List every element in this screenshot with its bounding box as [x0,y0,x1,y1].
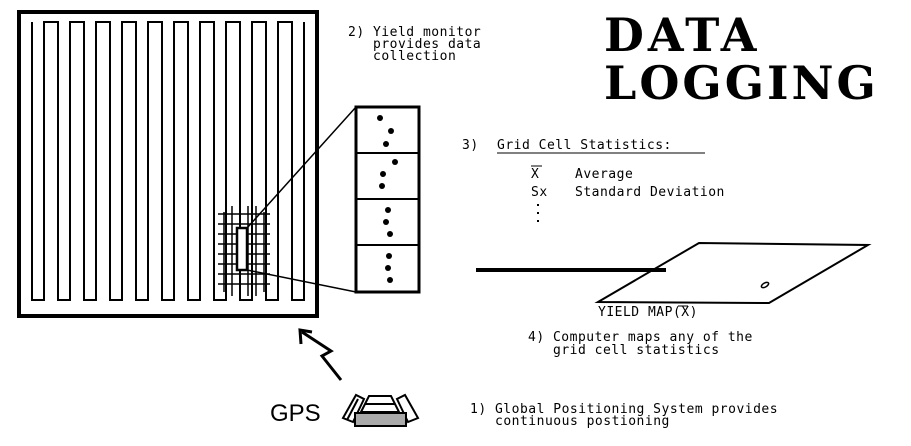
gps-receiver-icon [341,393,420,427]
step4-line-1: 4) Computer maps any of the [528,330,753,345]
title-line-1: DATA [604,8,761,62]
gps-label: GPS [270,400,321,427]
lightning-arrow [298,328,343,381]
yield-monitor-grid [354,105,421,294]
step1-line-2: continuous postioning [495,414,670,429]
title-line-2: LOGGING [604,56,879,110]
yield-map-label: YIELD MAP(X) [598,305,698,320]
grid-overlay [218,206,270,296]
step2-line-2: provides data [373,37,482,52]
step1-line-1: 1) Global Positioning System provides [470,402,779,417]
stat-label-stddev: Standard Deviation [575,185,725,200]
yield-map-plane [476,241,872,305]
stat-label-average: Average [575,167,634,182]
step2-line-1: 2) Yield monitor [348,25,482,40]
step2-line-3: collection [373,49,457,64]
step3-heading: Grid Cell Statistics: [497,138,672,153]
field-rows [17,10,319,318]
step3-number: 3) [462,138,479,153]
stat-symbol-stddev: Sx [531,185,548,200]
stat-symbol-average: X [531,167,540,182]
step4-line-2: grid cell statistics [553,343,720,358]
